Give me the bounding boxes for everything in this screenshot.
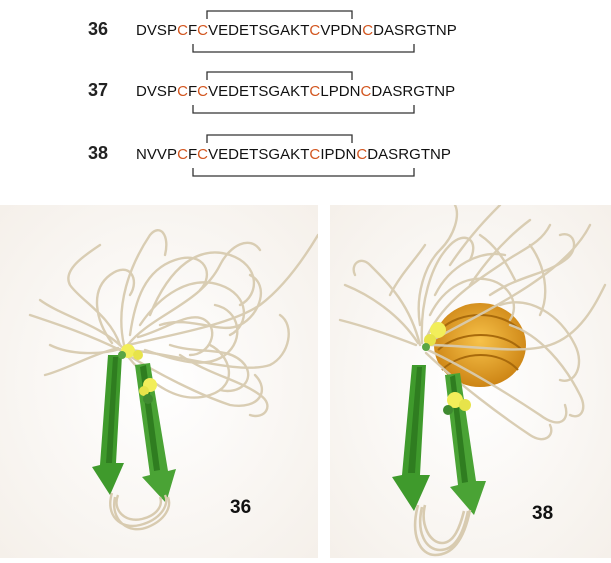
peptide-sequence: DVSPCFCVEDETSGAKTCVPDNCDASRGTNP	[136, 22, 457, 39]
nmr-ensemble-38	[330, 205, 611, 558]
sequence-row-36: 36 DVSPCFCVEDETSGAKTCVPDNCDASRGTNP	[0, 2, 611, 58]
sequence-id: 36	[88, 19, 108, 40]
structure-label: 38	[532, 503, 553, 525]
sequence-row-38: 38 NVVPCFCVEDETSGAKTCIPDNCDASRGTNP	[0, 126, 611, 182]
sequence-row-37: 37 DVSPCFCVEDETSGAKTCLPDNCDASRGTNP	[0, 63, 611, 119]
structure-label: 36	[230, 497, 251, 519]
peptide-sequence: NVVPCFCVEDETSGAKTCIPDNCDASRGTNP	[136, 146, 451, 163]
structure-panel-36: 36	[0, 205, 318, 558]
structure-panel-38: 38	[330, 205, 611, 558]
nmr-ensemble-36	[0, 205, 318, 558]
sequence-id: 38	[88, 143, 108, 164]
peptide-sequence: DVSPCFCVEDETSGAKTCLPDNCDASRGTNP	[136, 83, 455, 100]
sequence-id: 37	[88, 80, 108, 101]
